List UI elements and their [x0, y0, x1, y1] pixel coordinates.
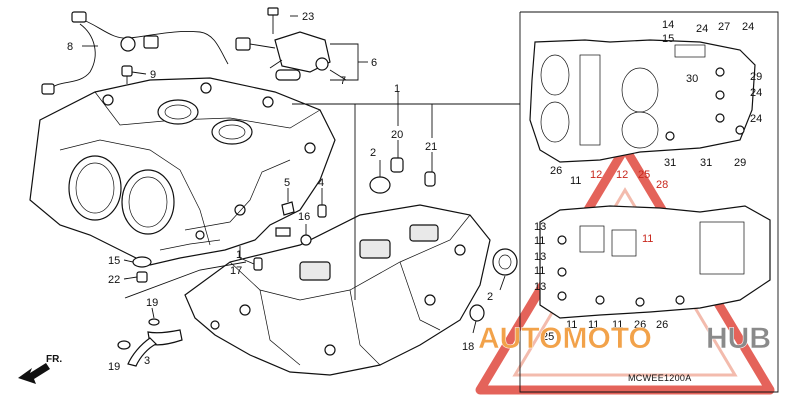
callout-30: 30	[686, 73, 698, 85]
callout-26-a: 26	[550, 165, 562, 177]
callout-14: 14	[662, 19, 674, 31]
bolt-group-box	[519, 11, 779, 393]
callout-26-b: 26	[634, 319, 646, 331]
callout-13-a: 13	[534, 221, 546, 233]
callout-12-a: 12	[590, 169, 602, 181]
callout-31-b: 31	[700, 157, 712, 169]
callout-25-b: 25	[542, 331, 554, 343]
callout-11-e: 11	[566, 319, 577, 331]
front-arrow-label: FR.	[46, 354, 62, 365]
callout-24-d: 24	[750, 113, 762, 125]
callout-17: 17	[230, 265, 242, 277]
callout-24-c: 24	[750, 87, 762, 99]
callout-2-upper: 2	[370, 147, 376, 159]
callout-5: 5	[284, 177, 290, 189]
sensor-gasket	[275, 69, 301, 81]
callout-24-a: 24	[696, 23, 708, 35]
callout-26-c: 26	[656, 319, 668, 331]
callout-11-d: 11	[534, 265, 545, 277]
callout-18: 18	[462, 341, 474, 353]
bolt-23	[267, 7, 279, 34]
callout-11-f: 11	[588, 319, 599, 331]
callout-3: 3	[144, 355, 150, 367]
callout-12-b: 12	[616, 169, 628, 181]
oil-pipe	[117, 318, 183, 367]
callout-15-left: 15	[108, 255, 120, 267]
callout-1-left: 1	[236, 249, 242, 261]
callout-13-b: 13	[534, 251, 546, 263]
callout-8: 8	[67, 41, 73, 53]
watermark-brand-part2: HUB	[706, 322, 771, 355]
callout-28: 28	[656, 179, 668, 191]
callout-19-b: 19	[108, 361, 120, 373]
callout-11-a: 11	[570, 175, 581, 187]
callout-9: 9	[150, 69, 156, 81]
oil-pressure-switch	[121, 65, 133, 84]
wiring-harness	[41, 11, 229, 95]
leader-lines	[82, 15, 520, 334]
callout-13-c: 13	[534, 281, 546, 293]
watermark-brand-part1: AUTOMOTO	[478, 322, 652, 355]
callout-1-top: 1	[394, 83, 400, 95]
callout-11-g: 11	[612, 319, 623, 331]
callout-27: 27	[718, 21, 730, 33]
dowel-seal-parts	[369, 157, 518, 322]
small-fittings	[253, 201, 327, 271]
callout-11-b: 11	[534, 235, 545, 247]
callout-24-b: 24	[742, 21, 754, 33]
lower-crankcase	[184, 204, 491, 376]
callout-21: 21	[425, 141, 437, 153]
callout-7: 7	[340, 75, 346, 87]
callout-29-b: 29	[734, 157, 746, 169]
callout-11-c: 11	[642, 233, 653, 245]
callout-23: 23	[302, 11, 314, 23]
callout-4: 4	[318, 177, 324, 189]
callout-6: 6	[371, 57, 377, 69]
front-arrow-icon	[18, 363, 50, 384]
sensor-assembly	[235, 31, 331, 73]
callout-29-a: 29	[750, 71, 762, 83]
callout-labels: 23 8 9 6 7 1 20 21 2 5 4 16 1 17 15 22 1…	[67, 11, 762, 373]
drain-plug	[132, 256, 152, 283]
callout-15-top: 15	[662, 33, 674, 45]
reference-code: MCWEE1200A	[628, 373, 692, 383]
callout-16: 16	[298, 211, 310, 223]
callout-20: 20	[391, 129, 403, 141]
callout-25-a: 25	[638, 169, 650, 181]
callout-31-a: 31	[664, 157, 676, 169]
callout-22: 22	[108, 274, 120, 286]
upper-crankcase	[29, 77, 336, 266]
callout-2-lower: 2	[487, 291, 493, 303]
callout-19-a: 19	[146, 297, 158, 309]
watermark-text: AUTOMOTO HUB	[478, 322, 772, 356]
